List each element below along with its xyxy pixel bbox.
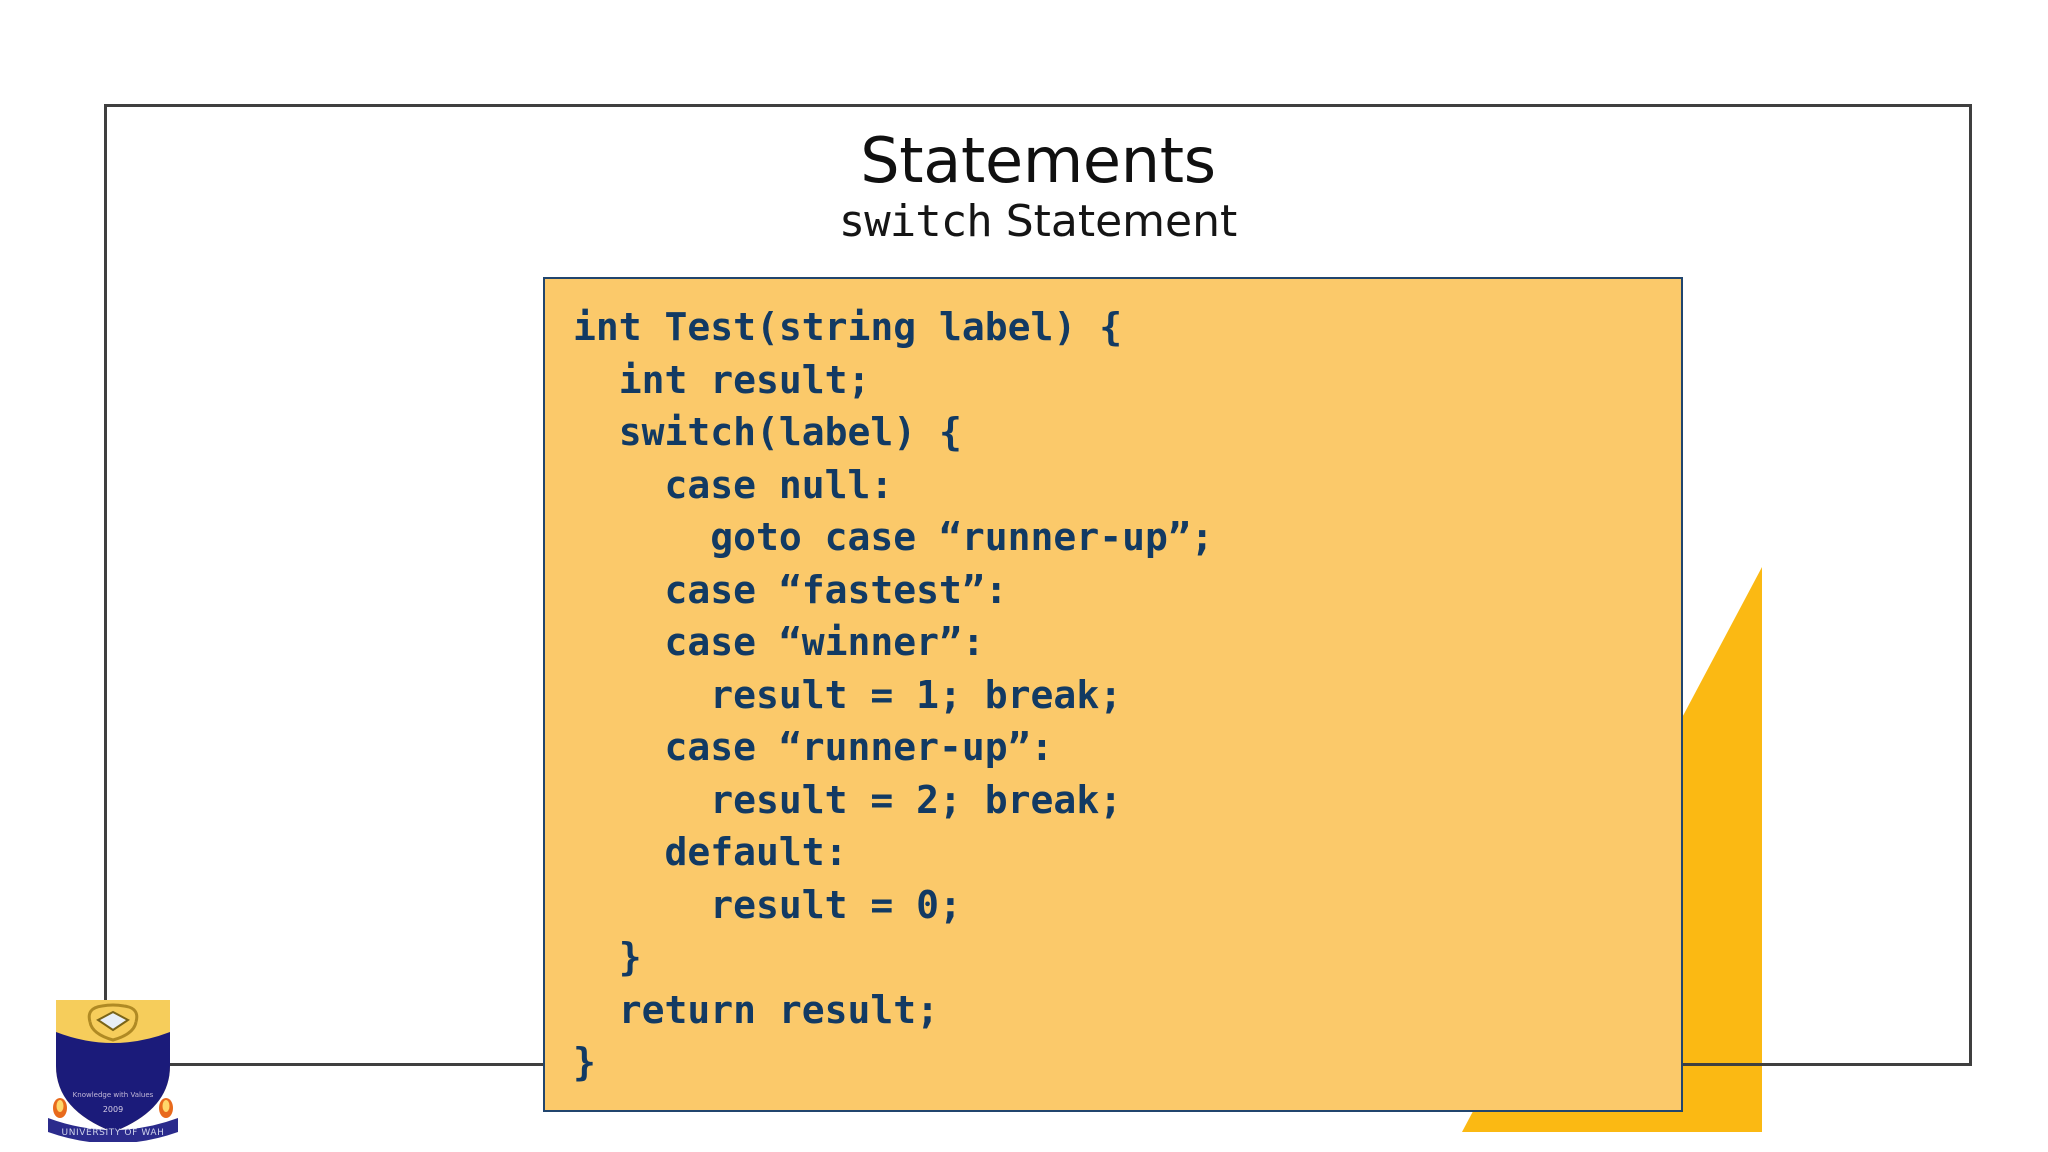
logo-crest-icon: Knowledge with Values 2009 UNIVERSITY OF… bbox=[48, 1000, 178, 1144]
code-line: } bbox=[573, 935, 642, 979]
code-line: int Test(string label) { bbox=[573, 305, 1123, 349]
page-title: Statements bbox=[860, 124, 1216, 197]
code-line: case “runner-up”: bbox=[573, 725, 1054, 769]
code-line: case null: bbox=[573, 462, 894, 507]
code-block-panel: int Test(string label) { int result; swi… bbox=[543, 277, 1683, 1112]
subtitle-rest: Statement bbox=[991, 195, 1238, 247]
code-line: case “fastest”: bbox=[573, 567, 1008, 612]
code-block-text: int Test(string label) { int result; swi… bbox=[573, 301, 1681, 1089]
code-line: } bbox=[573, 1040, 596, 1084]
svg-text:2009: 2009 bbox=[103, 1105, 123, 1114]
code-line: result = 1; break; bbox=[573, 672, 1123, 717]
university-of-wah-logo: Knowledge with Values 2009 UNIVERSITY OF… bbox=[40, 992, 186, 1144]
svg-text:Knowledge with Values: Knowledge with Values bbox=[73, 1091, 154, 1099]
code-line: result = 0; bbox=[573, 882, 962, 927]
frame-top-line bbox=[104, 104, 1972, 107]
code-line: default: bbox=[573, 830, 848, 874]
code-line: case “winner”: bbox=[573, 620, 985, 664]
subtitle-keyword: switch bbox=[838, 195, 993, 247]
code-line: switch(label) { bbox=[573, 410, 962, 454]
logo-banner-text: UNIVERSITY OF WAH bbox=[62, 1128, 165, 1138]
frame-left-line bbox=[104, 104, 107, 1066]
page-subtitle: switch Statement bbox=[104, 196, 1972, 248]
frame-right-line bbox=[1969, 104, 1972, 1066]
code-line: result = 2; break; bbox=[573, 777, 1123, 822]
code-line: int result; bbox=[573, 357, 871, 402]
code-line: return result; bbox=[573, 987, 940, 1032]
code-line: goto case “runner-up”; bbox=[573, 515, 1214, 559]
title-block: Statements switch Statement bbox=[104, 128, 1972, 248]
